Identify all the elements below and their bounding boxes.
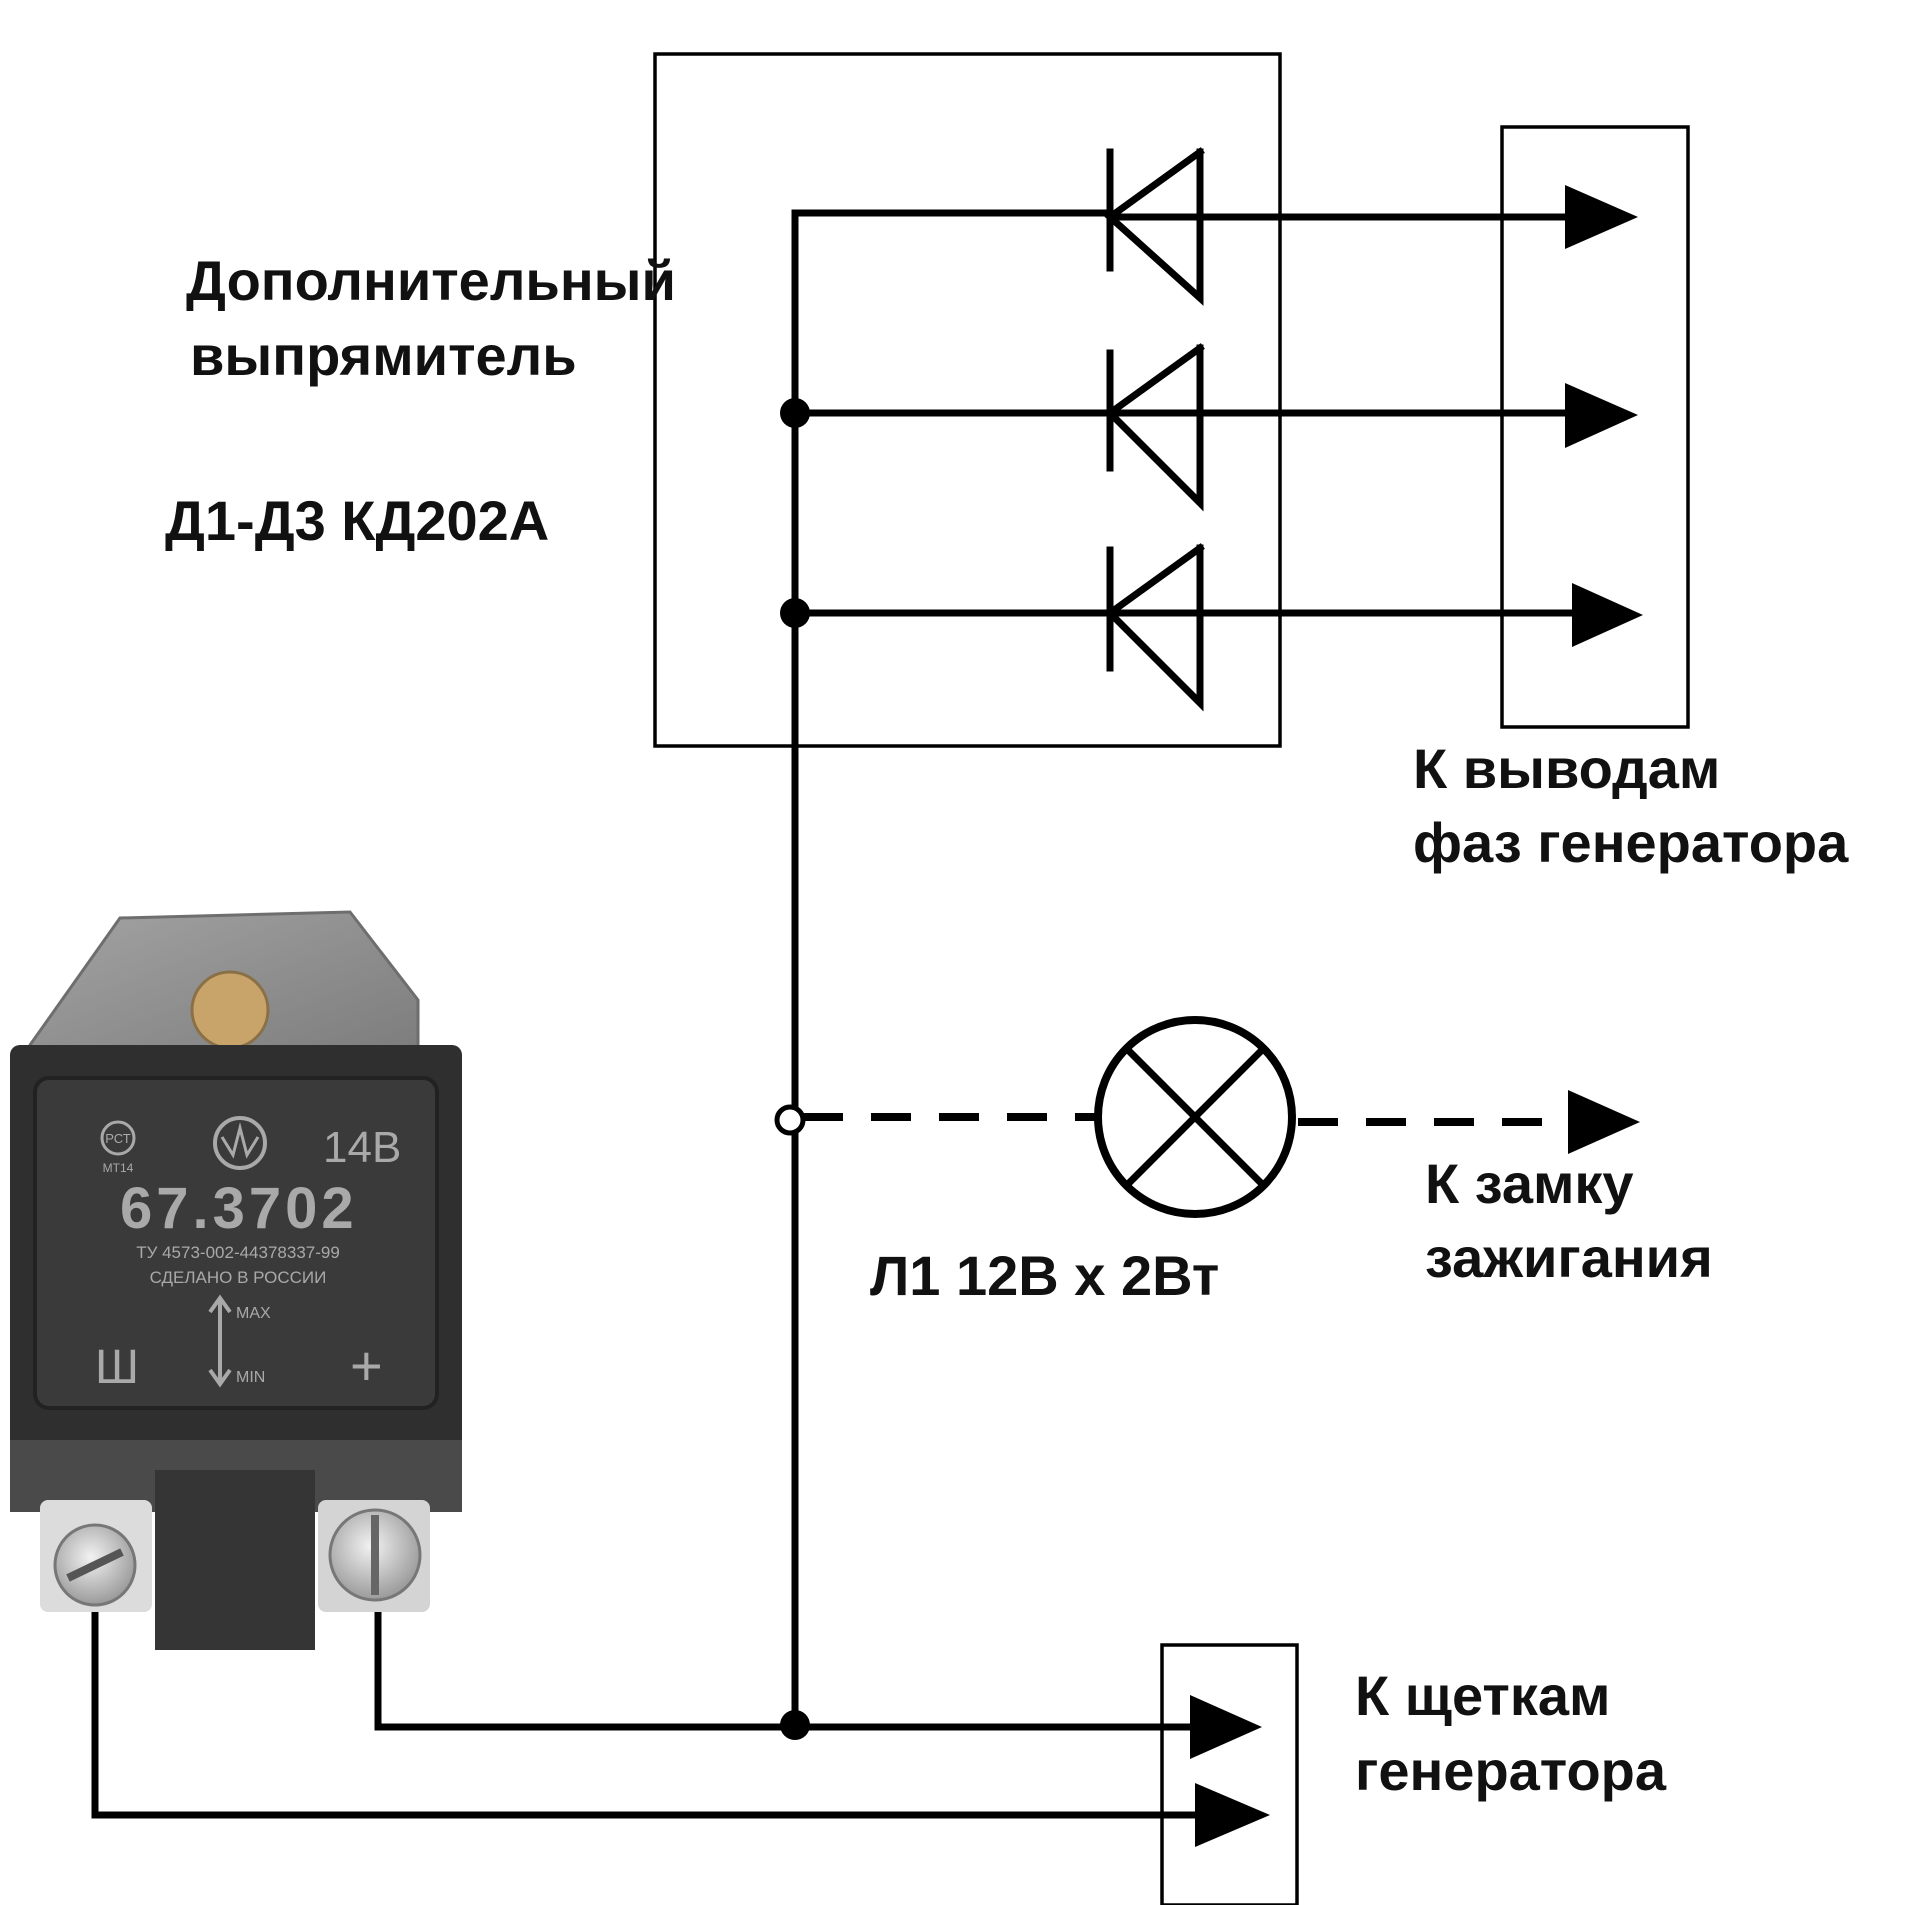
junction-open [774, 1104, 806, 1136]
arrow-brush-2 [1195, 1783, 1270, 1847]
brush-wire-sh [91, 1586, 1204, 1819]
label-brushes-line1: К щеткам [1355, 1664, 1610, 1727]
arrow-ignition [1568, 1090, 1640, 1154]
label-ignition-line2: зажигания [1425, 1226, 1713, 1289]
certification-mark-icon [100, 1120, 136, 1156]
label-lamp: Л1 12В х 2Вт [870, 1244, 1219, 1307]
diode-d1 [1104, 147, 1638, 306]
label-phases-line1: К выводам [1413, 737, 1720, 800]
connector-center [155, 1470, 315, 1650]
cert-code: МТ14 [103, 1161, 134, 1175]
arrow-phase-3 [1572, 583, 1643, 647]
brush-terminal-block [1160, 1643, 1299, 1905]
adjust-arrow-icon [208, 1294, 232, 1388]
label-rectifier-line1: Дополнительный [186, 249, 676, 312]
manufacturer-logo-icon [213, 1116, 267, 1170]
arrow-brush-1 [1190, 1695, 1262, 1759]
lamp-icon [1094, 1016, 1296, 1218]
terminal-label-plus: + [350, 1334, 383, 1397]
diode-d2 [791, 343, 1638, 512]
voltage-regulator: РСТ МТ14 14В 67.3702 ТУ 4573-002-4437833… [10, 910, 462, 1650]
adjust-min: MIN [236, 1369, 265, 1386]
regulator-voltage: 14В [323, 1123, 401, 1172]
label-diodes: Д1-Д3 КД202А [165, 489, 549, 552]
label-phases-line2: фаз генератора [1413, 811, 1849, 874]
arrow-phase-1 [1565, 185, 1638, 249]
adjust-max: MAX [236, 1305, 271, 1322]
regulator-model: 67.3702 [120, 1176, 358, 1241]
label-ignition-line1: К замку [1425, 1152, 1634, 1215]
label-rectifier-line2: выпрямитель [190, 324, 577, 387]
terminal-label-sh: Ш [95, 1341, 139, 1394]
junction-dot [780, 598, 810, 628]
junction-dot [780, 398, 810, 428]
regulator-made-in: СДЕЛАНО В РОССИИ [150, 1268, 327, 1287]
brush-wire-plus [374, 1586, 1199, 1731]
regulator-face [33, 1076, 439, 1410]
label-brushes-line2: генератора [1355, 1739, 1667, 1802]
regulator-spec: ТУ 4573-002-44378337-99 [136, 1243, 340, 1262]
diode-d3 [791, 543, 1643, 712]
arrow-phase-2 [1565, 383, 1638, 448]
mounting-hole [190, 970, 270, 1050]
rectifier-box [653, 52, 1282, 748]
phase-terminal-block [1500, 125, 1690, 729]
cert-mark: РСТ [105, 1131, 130, 1146]
